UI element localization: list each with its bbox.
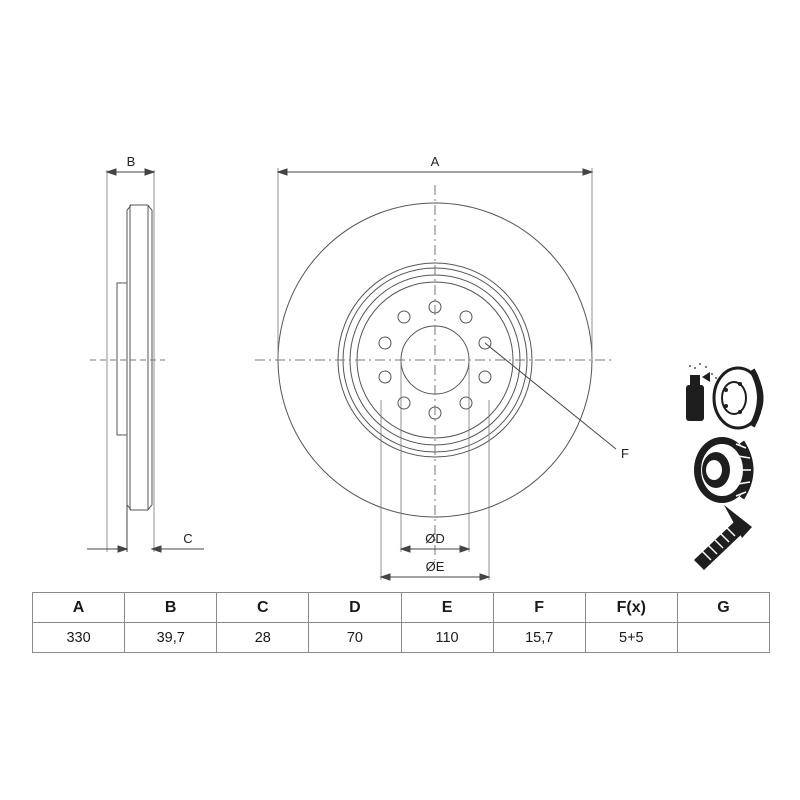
header-g: G (676, 592, 771, 623)
dimension-a-label: A (431, 154, 440, 169)
value-g (676, 622, 771, 653)
disc-with-hub-icon (694, 437, 754, 503)
dimension-d-label: ØD (425, 531, 445, 546)
disc-side-view (90, 170, 165, 552)
header-a: A (31, 592, 126, 623)
value-c: 28 (216, 622, 310, 653)
header-fx: F(x) (584, 592, 678, 623)
dimension-e (379, 573, 491, 581)
dimension-c (87, 505, 204, 553)
dimension-b (105, 168, 156, 176)
brake-cleaner-spray-icon (686, 363, 764, 430)
specs-table: A B C D E F F(x) G 330 39,7 28 70 110 15… (31, 592, 771, 653)
dimension-b-label: B (127, 154, 136, 169)
header-e: E (400, 592, 494, 623)
dimension-e-label: ØE (426, 559, 445, 574)
specs-value-row: 330 39,7 28 70 110 15,7 5+5 (31, 622, 771, 653)
dimension-c-label: C (183, 531, 192, 546)
header-d: D (308, 592, 402, 623)
header-c: C (216, 592, 310, 623)
value-f: 15,7 (492, 622, 586, 653)
mounting-screw-icon (694, 505, 752, 570)
value-fx: 5+5 (584, 622, 678, 653)
dimension-f-leader (484, 342, 617, 450)
value-d: 70 (308, 622, 402, 653)
dimension-f-label: F (621, 446, 629, 461)
dimension-a (276, 168, 594, 176)
value-a: 330 (31, 622, 126, 653)
disc-front-view (255, 168, 615, 580)
specs-header-row: A B C D E F F(x) G (31, 592, 771, 623)
header-b: B (124, 592, 218, 623)
value-e: 110 (400, 622, 494, 653)
dimension-d (399, 545, 471, 553)
header-f: F (492, 592, 586, 623)
value-b: 39,7 (124, 622, 218, 653)
